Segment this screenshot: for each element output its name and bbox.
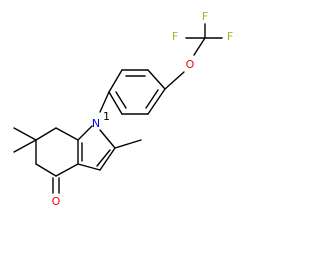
bond-c2-c3-double [96,149,111,167]
atom-label-nitrogen-locant: 1 [103,110,110,123]
bond-c5-c4 [35,163,57,177]
bond-o-aryl [164,71,185,90]
bond-phenyl-4 [108,91,123,115]
bond-phenyl-6 [147,88,166,115]
atom-label-ketone-oxygen: O [52,195,61,208]
bond-c4-c3a [55,163,79,177]
bond-c2-c3 [99,147,116,171]
bond-c3-c3a [77,163,101,171]
structure-canvas: F F F O N 1 O [13,10,233,208]
atom-label-nitrogen: N [92,117,100,130]
bond-phenyl-1 [147,69,166,90]
bond-c7-c6 [35,127,57,141]
atom-label-f2: F [202,10,208,23]
bond-c2-methyl [114,139,142,149]
bond-phenyl-3 [108,69,123,93]
bond-phenyl-double-b [115,91,127,109]
bonds [13,23,223,194]
bond-aryl-n [99,91,110,113]
bond-c-o [193,37,206,56]
bond-c7a-n [77,125,93,141]
bond-c7a-c7 [55,127,79,141]
bond-c6-methyl-2 [13,139,37,153]
bond-n-c2 [99,129,116,149]
bond-c6-methyl-1 [13,127,37,141]
atom-label-ether-oxygen: O [186,58,195,71]
bond-phenyl-double-c [145,89,159,109]
atom-label-f1: F [172,30,178,43]
molecule-drawing: F F F O N 1 O [13,10,233,208]
atom-label-f3: F [227,30,233,43]
